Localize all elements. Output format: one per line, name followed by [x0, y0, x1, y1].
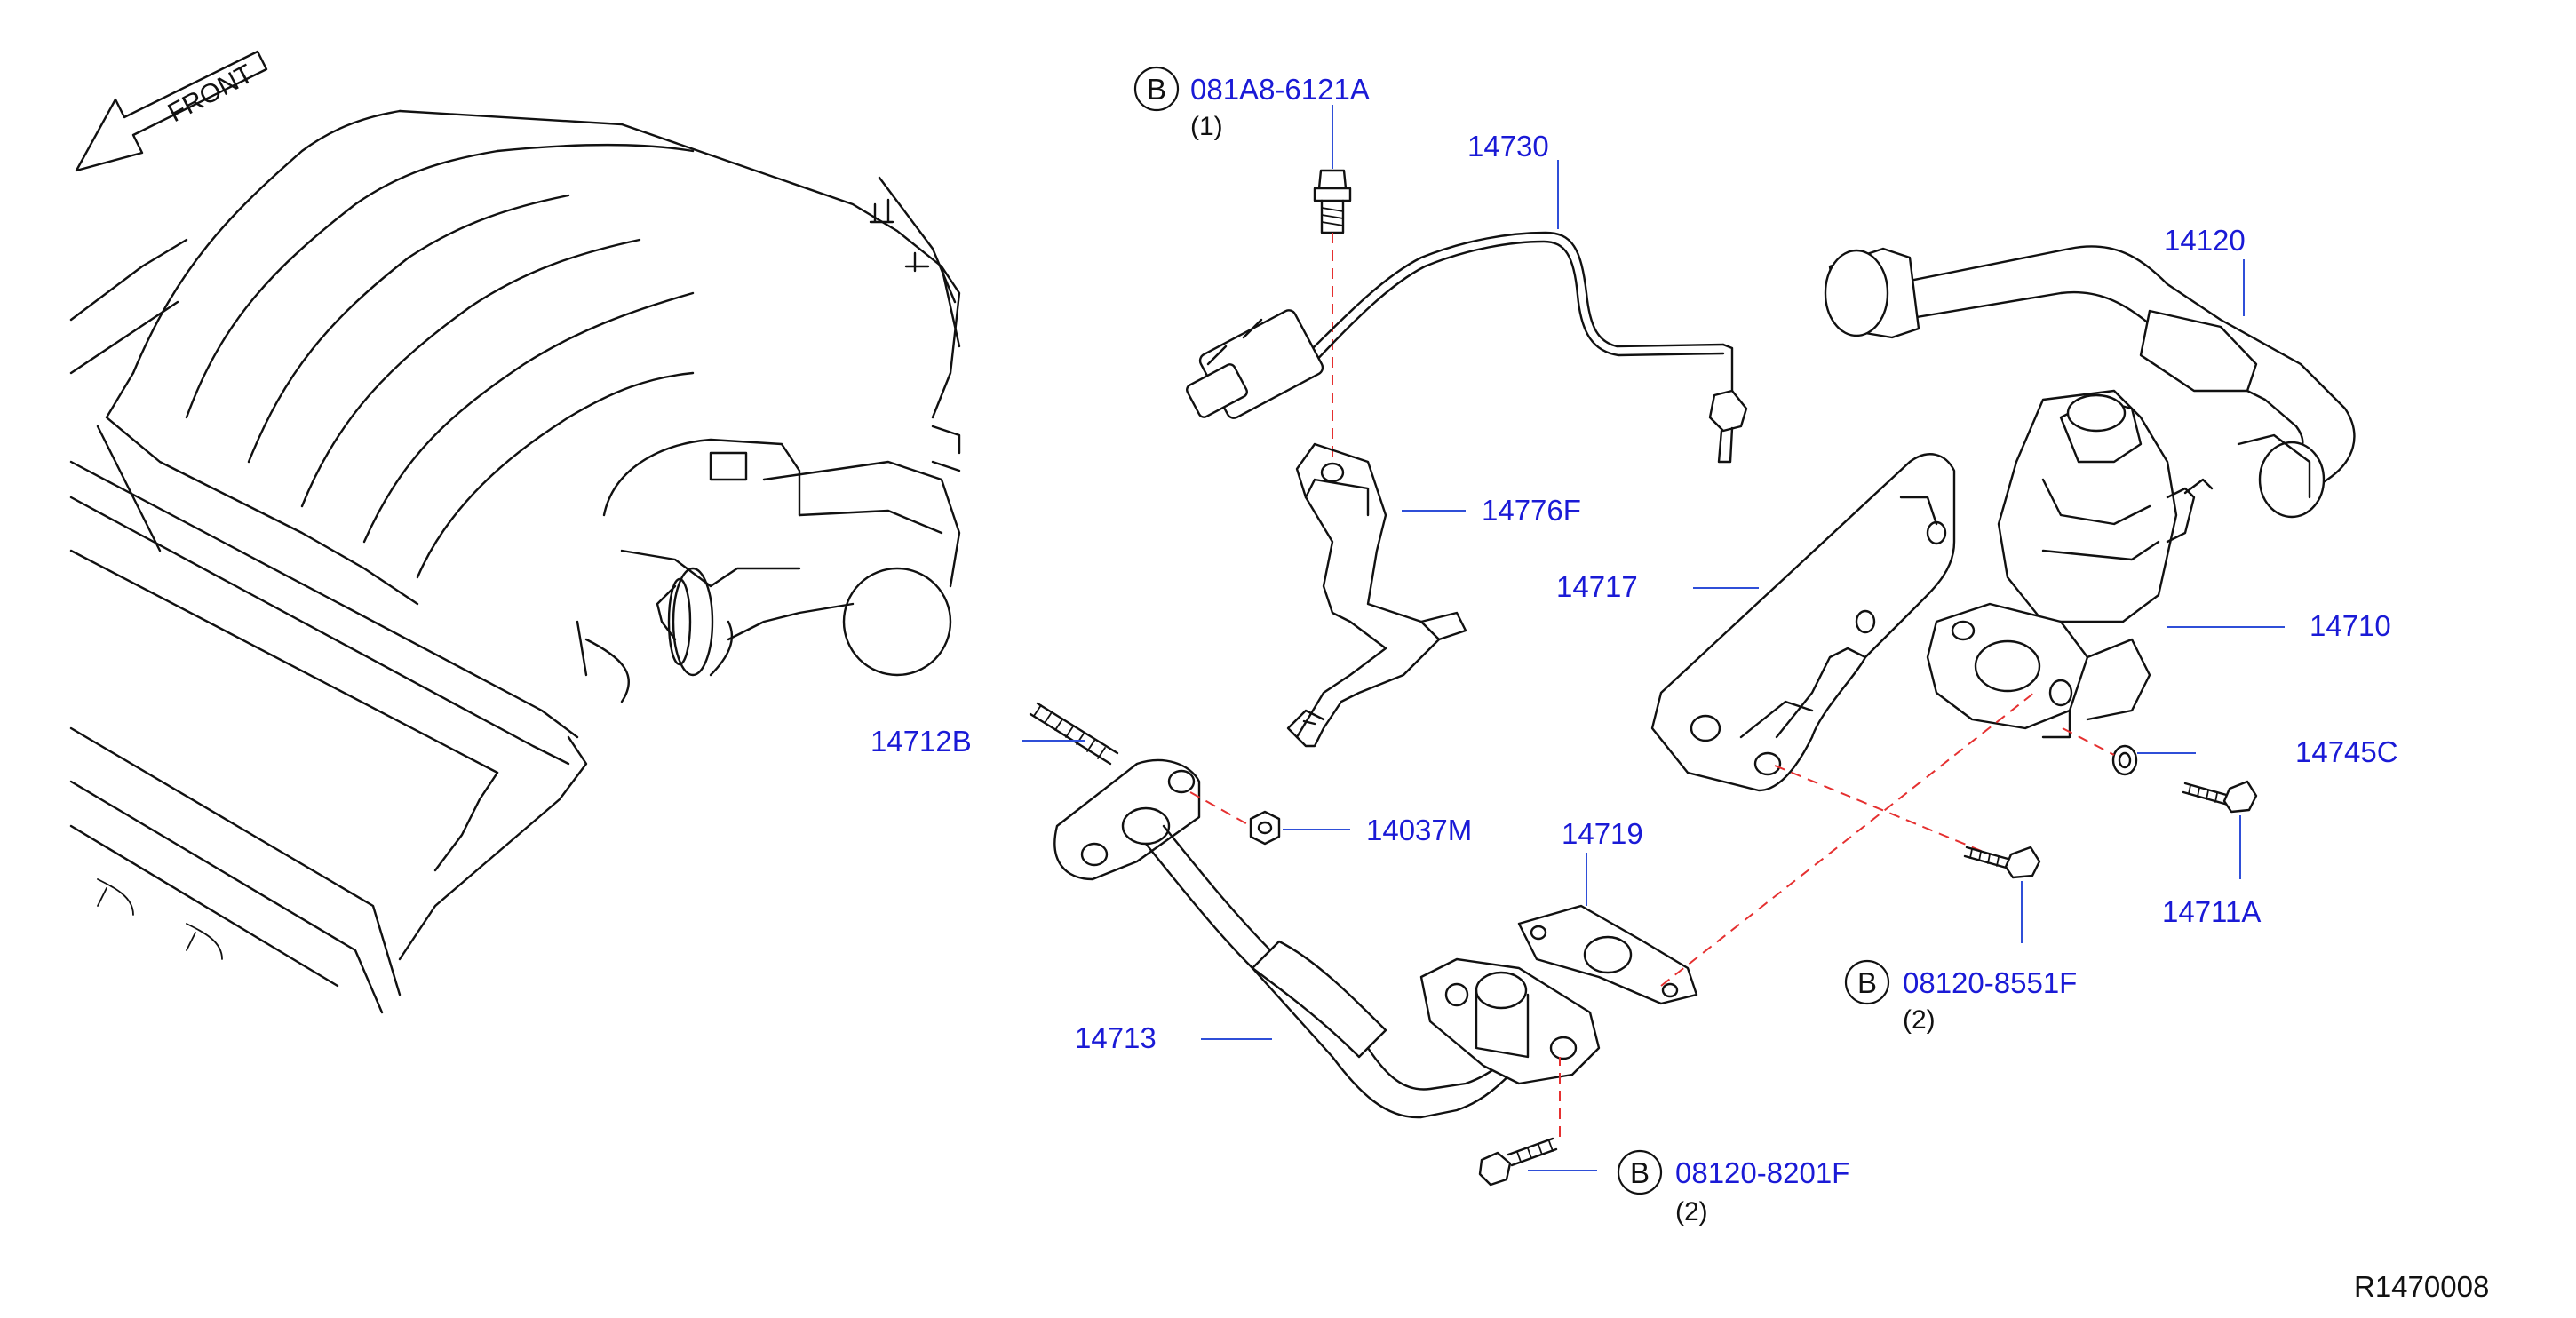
tube-drawing [1053, 758, 1601, 1119]
part-number-bolt-bottom[interactable]: 08120-8201F [1675, 1156, 1849, 1189]
part-number-sensor[interactable]: 14730 [1467, 130, 1549, 163]
quantity-bolt-mid: (2) [1903, 1005, 1936, 1035]
nut-mating-line [1189, 791, 1252, 827]
sensor-drawing [1186, 231, 1748, 464]
bracket-drawing [1286, 442, 1467, 748]
support-drawing [1650, 453, 1956, 792]
part-number-bracket[interactable]: 14776F [1482, 494, 1581, 527]
part-number-stud[interactable]: 14712B [871, 725, 972, 758]
support-mating-line [1774, 765, 1991, 855]
gasket-drawing [1517, 904, 1698, 1005]
part-number-bolt-top[interactable]: 081A8-6121A [1190, 73, 1370, 106]
part-number-hose[interactable]: 14120 [2164, 224, 2246, 257]
svg-text:B: B [1147, 73, 1166, 106]
front-arrow-icon [75, 50, 268, 172]
nut-drawing [1249, 810, 1281, 846]
bolt-bottom-drawing [1478, 1137, 1558, 1187]
screw-drawing [2182, 780, 2258, 814]
stud-drawing [1029, 702, 1119, 766]
hose-drawing [1824, 245, 2356, 519]
part-number-support[interactable]: 14717 [1556, 570, 1638, 603]
part-number-bolt-mid[interactable]: 08120-8551F [1903, 966, 2077, 999]
svg-text:B: B [1630, 1156, 1650, 1189]
bolt-symbol-mid: B [1844, 959, 1890, 1005]
part-number-gasket[interactable]: 14719 [1562, 817, 1643, 850]
svg-text:B: B [1857, 966, 1877, 999]
washer-mating-line [2062, 727, 2115, 756]
front-label: FRONT [163, 60, 258, 129]
bolt-symbol-bottom: B [1617, 1149, 1663, 1195]
part-number-screw[interactable]: 14711A [2162, 895, 2261, 928]
washer-drawing [2111, 744, 2138, 776]
bolt-mid-drawing [1963, 846, 2041, 879]
valve-drawing [1926, 389, 2214, 739]
part-number-nut[interactable]: 14037M [1366, 814, 1472, 846]
diagram-reference: R1470008 [2354, 1270, 2489, 1303]
intake-manifold-drawing [69, 109, 961, 1014]
bolt-symbol-top: B [1133, 66, 1180, 112]
part-number-valve[interactable]: 14710 [2310, 609, 2391, 642]
gasket-mating-line [1660, 692, 2035, 987]
bolt-top-drawing [1313, 169, 1352, 234]
part-number-tube[interactable]: 14713 [1075, 1021, 1157, 1054]
part-number-washer[interactable]: 14745C [2295, 735, 2398, 768]
quantity-bolt-bottom: (2) [1675, 1197, 1708, 1227]
quantity-bolt-top: (1) [1190, 112, 1223, 141]
